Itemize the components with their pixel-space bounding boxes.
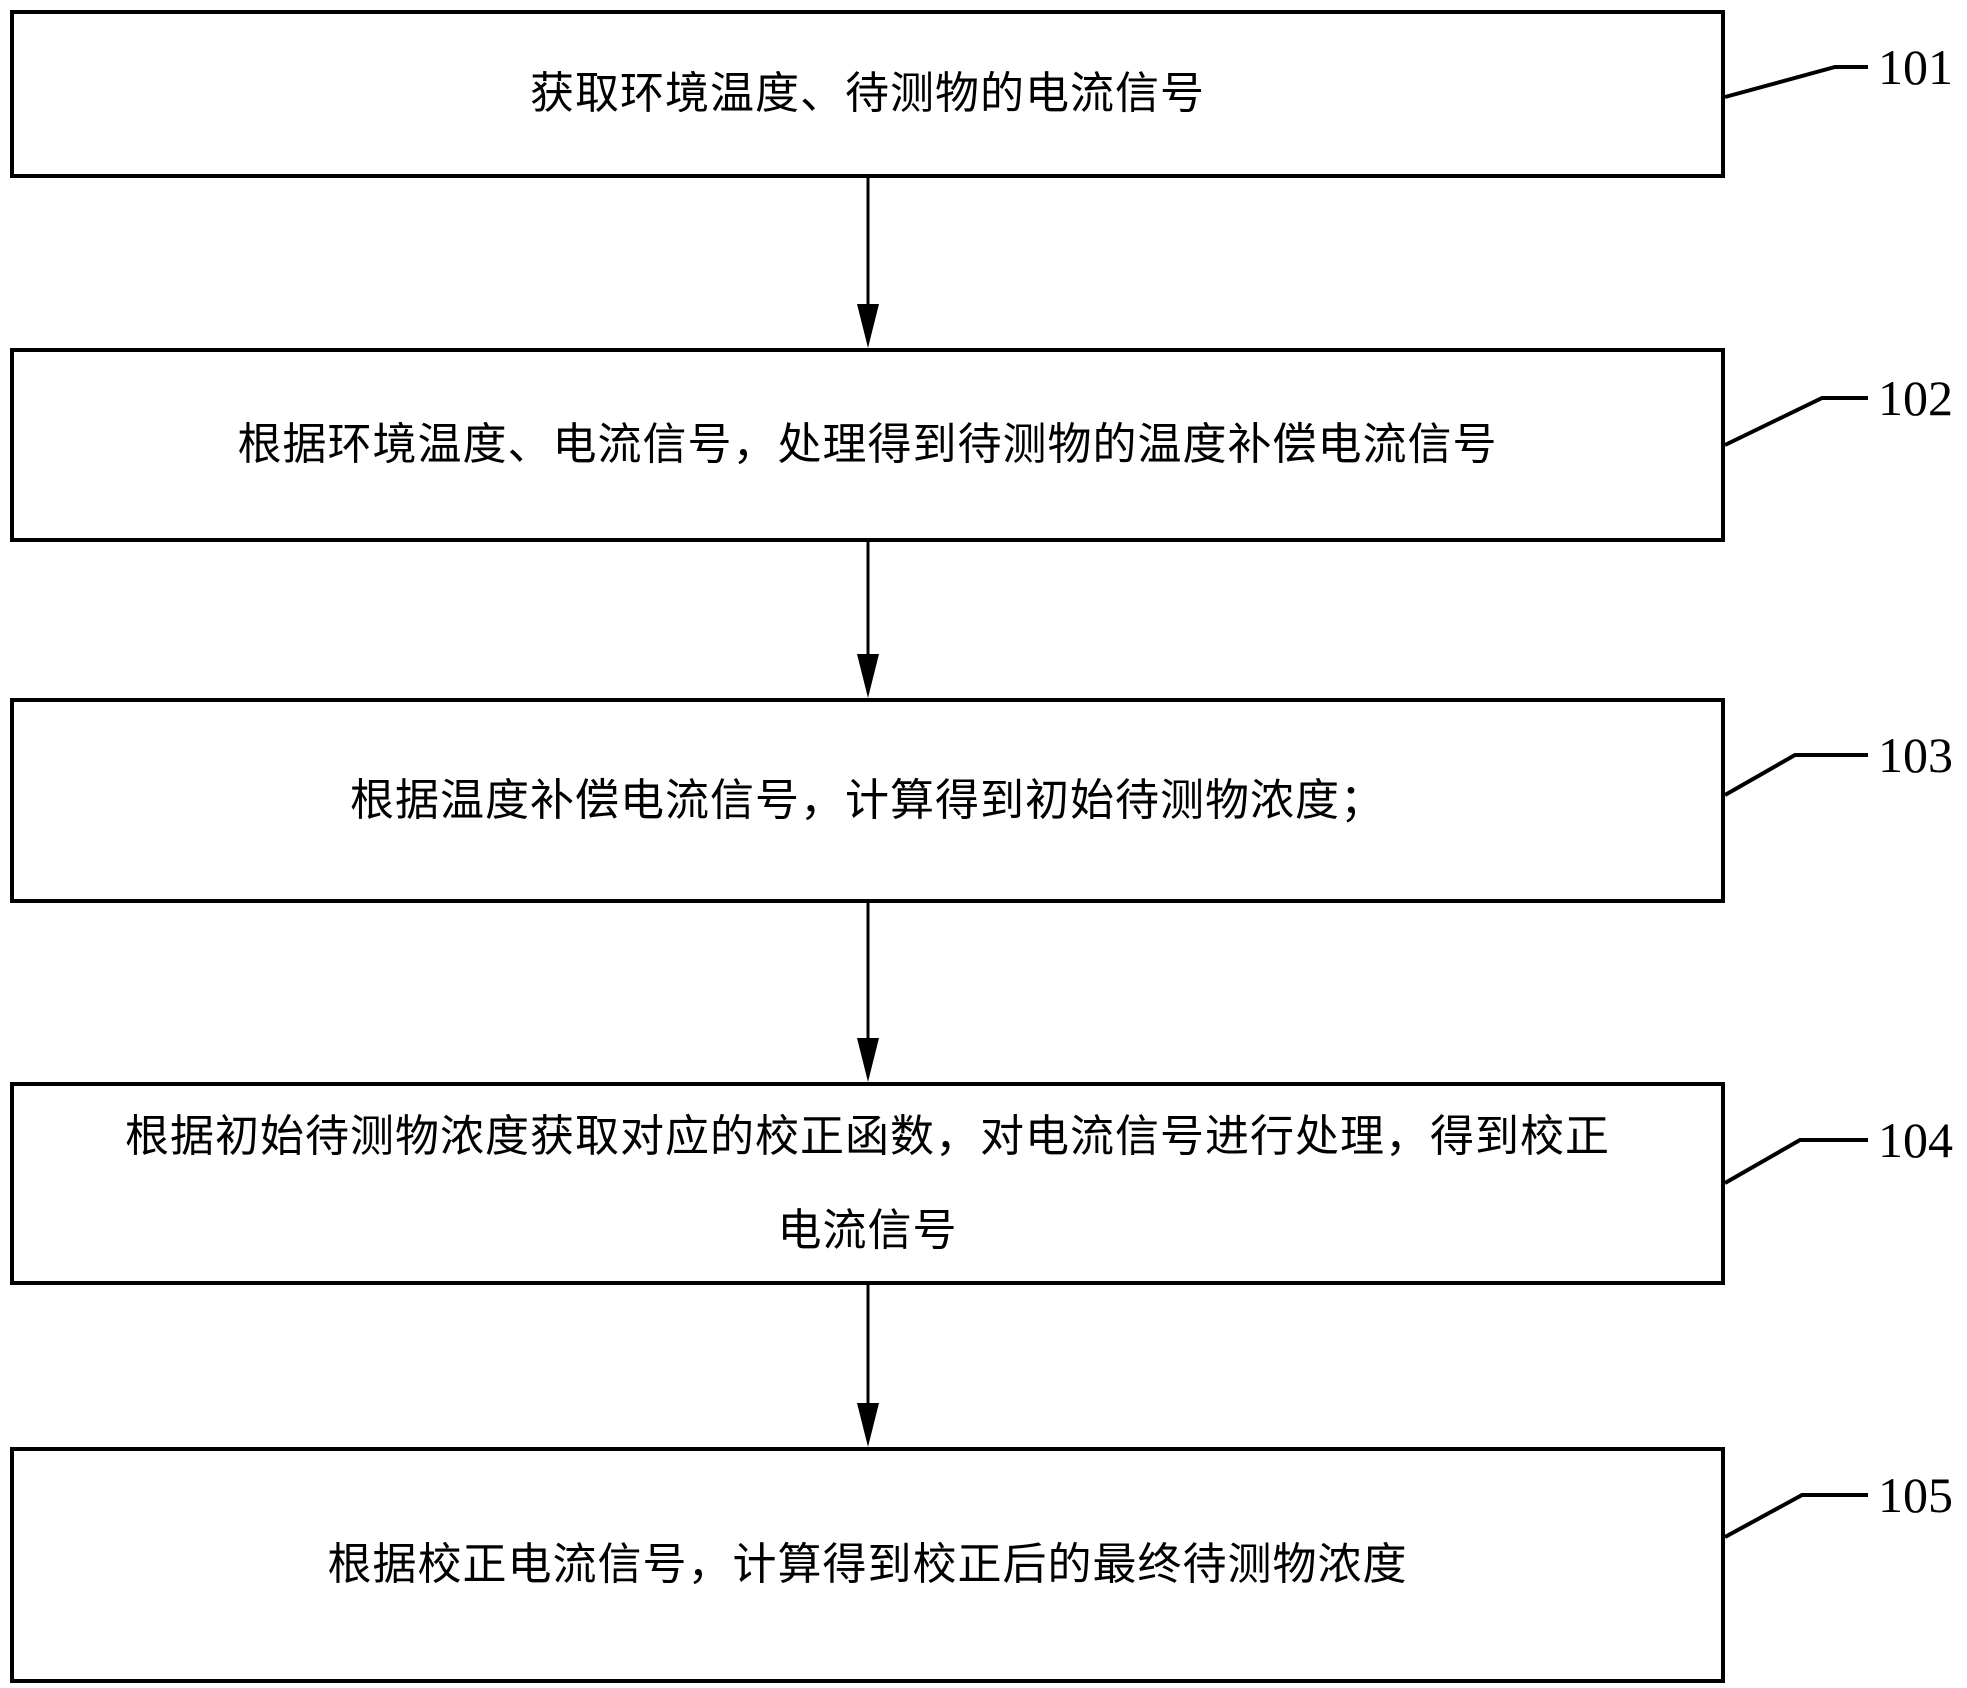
flow-step-102-text: 根据环境温度、电流信号，处理得到待测物的温度补偿电流信号 xyxy=(198,398,1538,492)
ref-leader-102 xyxy=(1724,396,1868,447)
flow-step-104: 根据初始待测物浓度获取对应的校正函数，对电流信号进行处理，得到校正 电流信号 xyxy=(10,1082,1725,1285)
ref-label-104: 104 xyxy=(1878,1112,1953,1168)
ref-leader-105 xyxy=(1724,1493,1868,1539)
text-line: 根据温度补偿电流信号，计算得到初始待测物浓度； xyxy=(350,775,1385,825)
arrow-down-3 xyxy=(857,903,879,1082)
flow-step-101: 获取环境温度、待测物的电流信号 xyxy=(10,10,1725,178)
ref-label-102: 102 xyxy=(1878,370,1953,426)
flow-step-104-text: 根据初始待测物浓度获取对应的校正函数，对电流信号进行处理，得到校正 电流信号 xyxy=(85,1090,1650,1278)
arrow-down-2 xyxy=(857,542,879,698)
arrow-down-1 xyxy=(857,178,879,348)
ref-leader-101 xyxy=(1724,65,1868,99)
ref-leader-103 xyxy=(1724,753,1868,797)
text-line: 电流信号 xyxy=(777,1205,958,1255)
ref-leader-104 xyxy=(1724,1138,1868,1185)
flow-step-102: 根据环境温度、电流信号，处理得到待测物的温度补偿电流信号 xyxy=(10,348,1725,542)
flow-step-103-text: 根据温度补偿电流信号，计算得到初始待测物浓度； xyxy=(310,754,1425,848)
ref-label-101: 101 xyxy=(1878,39,1953,95)
flow-step-105-text: 根据校正电流信号，计算得到校正后的最终待测物浓度 xyxy=(288,1518,1448,1612)
text-line: 获取环境温度、待测物的电流信号 xyxy=(530,69,1205,118)
arrow-down-4 xyxy=(857,1285,879,1447)
flow-step-105: 根据校正电流信号，计算得到校正后的最终待测物浓度 xyxy=(10,1447,1725,1683)
ref-label-103: 103 xyxy=(1878,727,1953,783)
text-line: 根据初始待测物浓度获取对应的校正函数，对电流信号进行处理，得到校正 xyxy=(125,1111,1610,1161)
text-line: 根据环境温度、电流信号，处理得到待测物的温度补偿电流信号 xyxy=(237,420,1498,469)
ref-label-105: 105 xyxy=(1878,1467,1953,1523)
text-line: 根据校正电流信号，计算得到校正后的最终待测物浓度 xyxy=(327,1540,1408,1589)
flow-step-101-text: 获取环境温度、待测物的电流信号 xyxy=(490,47,1245,141)
flow-step-103: 根据温度补偿电流信号，计算得到初始待测物浓度； xyxy=(10,698,1725,903)
